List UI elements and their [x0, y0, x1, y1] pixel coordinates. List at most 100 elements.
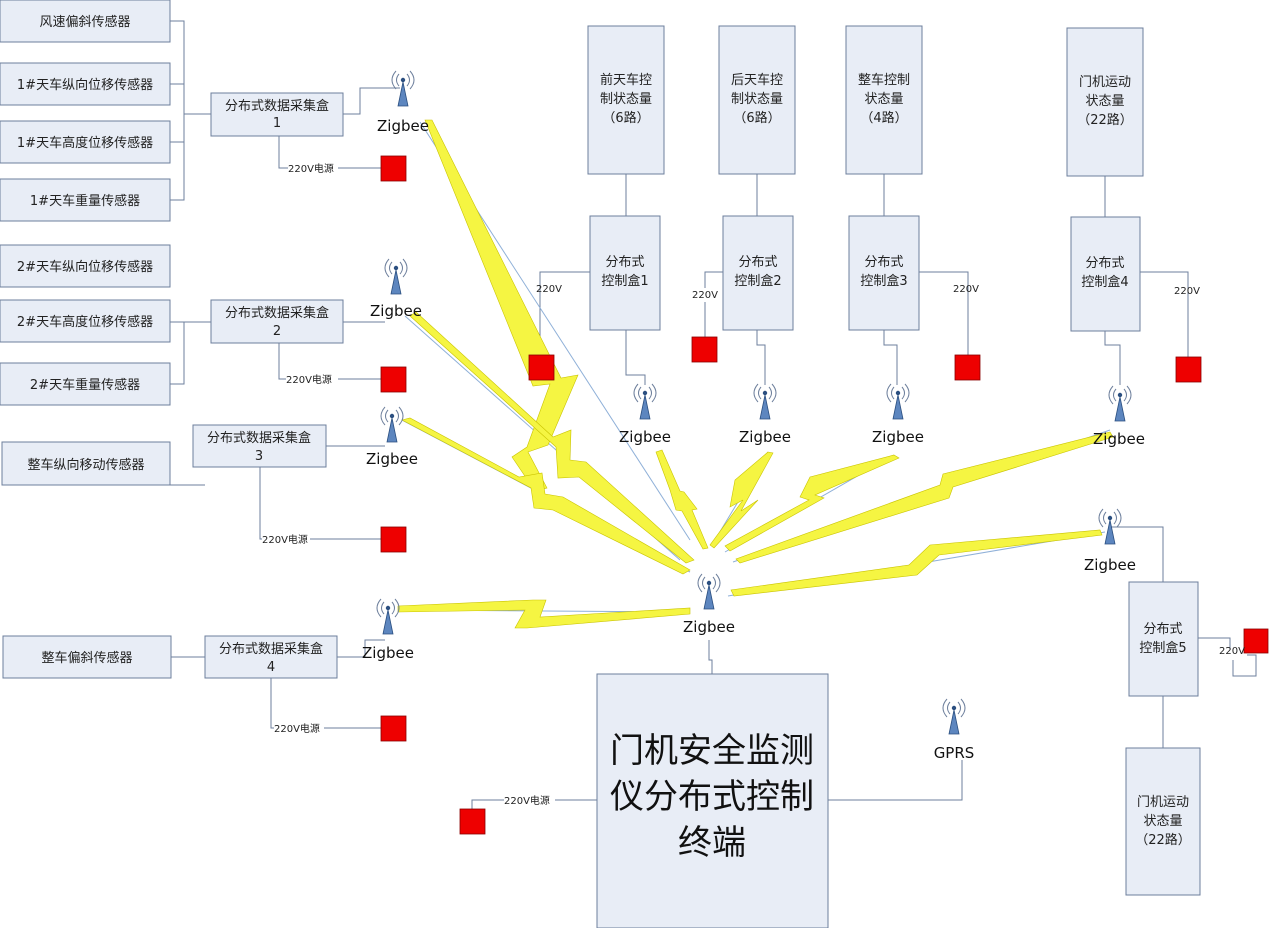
controller-box: 分布式 控制盒1: [589, 215, 661, 331]
sensor-label: 2#天车纵向位移传感器: [17, 259, 153, 275]
controller-label: 控制盒5: [1139, 640, 1186, 656]
antenna-label: Zigbee: [377, 117, 429, 135]
power-label: 220V电源: [274, 722, 320, 735]
gprs-label: GPRS: [934, 744, 975, 762]
status-label: （4路）: [860, 110, 907, 126]
power-label: 220V电源: [262, 533, 308, 546]
terminal-label: 仪分布式控制: [610, 777, 814, 817]
power-label: 220V: [1219, 646, 1245, 657]
power-source: 220V电源: [288, 155, 407, 182]
wireless-bolt: [409, 311, 695, 564]
power-source: 220V: [691, 290, 718, 363]
controller-label: 分布式: [738, 255, 777, 270]
power-label: 220V电源: [288, 162, 334, 175]
power-group: 220V电源 220V电源 220V电源 220V电源 220V电源 220V …: [262, 155, 1269, 835]
zigbee-antenna-icon: Zigbee: [366, 406, 418, 468]
terminal-label: 门机安全监测: [610, 731, 814, 771]
gprs-antenna-icon: GPRS: [934, 698, 975, 762]
controller-label: 控制盒2: [734, 273, 781, 289]
controller-label: 控制盒4: [1081, 274, 1128, 290]
antenna-label: Zigbee: [366, 450, 418, 468]
sensor-box: 1#天车纵向位移传感器: [0, 62, 171, 106]
status-label: 门机运动: [1137, 795, 1189, 810]
power-source: 220V: [1219, 628, 1269, 657]
sensor-box: 整车纵向移动传感器: [1, 441, 171, 486]
wireless-bolt: [655, 449, 709, 550]
zigbee-antenna-icon: Zigbee: [377, 70, 429, 135]
controller-label: 分布式: [605, 255, 644, 270]
antenna-label: Zigbee: [362, 644, 414, 662]
zigbee-antenna-icon: Zigbee: [872, 383, 924, 446]
status-label: 整车控制: [858, 72, 910, 88]
antenna-label: Zigbee: [683, 618, 735, 636]
terminal-label: 终端: [678, 823, 746, 863]
sensor-label: 1#天车高度位移传感器: [17, 135, 153, 151]
power-label: 220V电源: [504, 794, 550, 807]
power-label: 220V: [536, 284, 562, 295]
sensor-label: 1#天车纵向位移传感器: [17, 77, 153, 93]
power-source: 220V: [1174, 286, 1202, 383]
status-label: （22路）: [1077, 112, 1133, 128]
wires: [170, 20, 1257, 812]
antenna-label: Zigbee: [1084, 556, 1136, 574]
collector-box: 分布式数据采集盒 2: [210, 299, 344, 344]
sensor-label: 1#天车重量传感器: [30, 193, 140, 209]
sensor-label: 整车纵向移动传感器: [27, 457, 144, 473]
controller-label: 控制盒1: [601, 273, 648, 289]
collector-group: 分布式数据采集盒 1 分布式数据采集盒 2 分布式数据采集盒 3 分布式数据采集…: [192, 92, 344, 679]
zigbee-antenna-icon: Zigbee: [683, 573, 735, 636]
zigbee-antenna-icon: Zigbee: [370, 258, 422, 320]
sensor-group: 风速偏斜传感器 1#天车纵向位移传感器 1#天车高度位移传感器 1#天车重量传感…: [0, 0, 172, 679]
controller-label: 控制盒3: [860, 273, 907, 289]
terminal-box: 门机安全监测 仪分布式控制 终端: [596, 673, 829, 928]
collector-box: 分布式数据采集盒 1: [210, 92, 344, 137]
power-label: 220V: [953, 284, 979, 295]
status-label: （6路）: [733, 110, 780, 126]
status-box: 门机运动 状态量 （22路）: [1066, 27, 1144, 177]
sensor-label: 2#天车高度位移传感器: [17, 314, 153, 330]
collector-number: 1: [273, 116, 281, 131]
power-label: 220V: [692, 290, 718, 301]
zigbee-antenna-icon: Zigbee: [1093, 385, 1145, 448]
collector-label: 分布式数据采集盒: [207, 430, 311, 446]
wireless-bolt: [735, 431, 1114, 564]
antenna-label: Zigbee: [872, 428, 924, 446]
collector-number: 2: [273, 324, 281, 339]
wireless-links: [397, 119, 1114, 629]
wireless-bolt: [397, 599, 691, 629]
status-box: 前天车控 制状态量 （6路）: [587, 25, 665, 175]
collector-label: 分布式数据采集盒: [225, 98, 329, 114]
antenna-label: Zigbee: [1093, 430, 1145, 448]
status-label: （6路）: [602, 110, 649, 126]
status-label: 状态量: [1143, 814, 1182, 829]
status-label: 制状态量: [731, 92, 783, 107]
sensor-box: 2#天车重量传感器: [0, 362, 171, 406]
status-box: 后天车控 制状态量 （6路）: [718, 25, 796, 175]
sensor-label: 2#天车重量传感器: [30, 377, 140, 393]
status-label: 后天车控: [731, 72, 783, 88]
antenna-label: Zigbee: [739, 428, 791, 446]
status-box: 门机运动 状态量 （22路）: [1125, 747, 1201, 896]
status-label: 前天车控: [600, 72, 652, 88]
status-label: （22路）: [1135, 832, 1191, 848]
status-label: 状态量: [864, 92, 903, 107]
controller-label: 分布式: [1085, 256, 1124, 271]
status-label: 制状态量: [600, 92, 652, 107]
zigbee-antenna-icon: Zigbee: [362, 598, 414, 662]
power-source: 220V: [953, 284, 981, 381]
controller-label: 分布式: [1143, 622, 1182, 637]
power-label: 220V: [1174, 286, 1200, 297]
power-source: 220V电源: [459, 794, 550, 835]
wireless-bolt: [709, 451, 774, 549]
controller-box: 分布式 控制盒3: [848, 215, 920, 331]
wireless-bolt: [424, 119, 579, 492]
wireless-bolt: [724, 454, 900, 552]
status-group: 前天车控 制状态量 （6路） 后天车控 制状态量 （6路） 整车控制 状态量 （…: [587, 25, 1201, 896]
wireless-bolt: [401, 417, 691, 575]
status-label: 门机运动: [1079, 75, 1131, 90]
collector-label: 分布式数据采集盒: [225, 305, 329, 321]
sensor-box: 2#天车纵向位移传感器: [0, 244, 171, 288]
collector-box: 分布式数据采集盒 3: [192, 424, 327, 468]
collector-box: 分布式数据采集盒 4: [204, 635, 338, 679]
